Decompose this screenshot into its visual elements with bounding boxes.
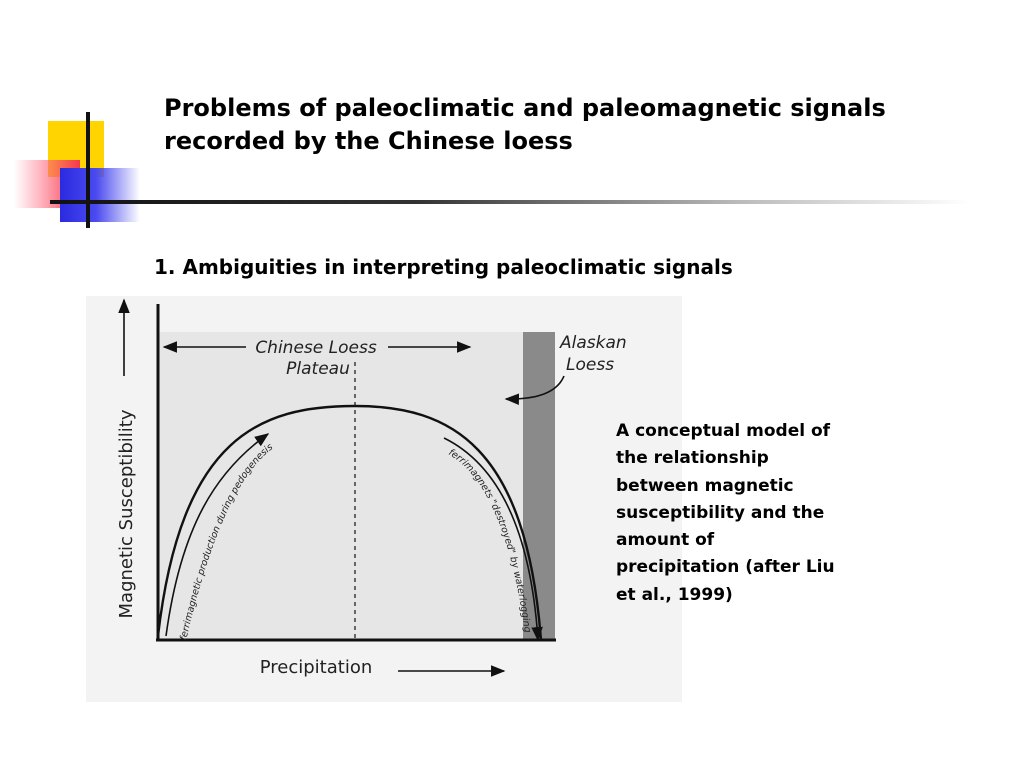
figure-caption: A conceptual model of the relationship b…	[616, 418, 886, 609]
waterlogging-arrow	[443, 437, 543, 642]
slide-title-line-2: recorded by the Chinese loess	[164, 127, 573, 155]
alaskan-label-line-2: Loess	[566, 355, 614, 375]
caption-line: the relationship	[616, 448, 769, 469]
alaskan-loess-band	[523, 332, 555, 640]
slide-title-line-1: Problems of paleoclimatic and paleomagne…	[164, 94, 886, 122]
susceptibility-curve	[156, 404, 543, 641]
caption-line: et al., 1999)	[616, 584, 733, 605]
caption-line: susceptibility and the	[616, 502, 825, 523]
figure-drawing: Magnetic Susceptibility Precipitation Ch…	[116, 298, 627, 678]
blue-square-decoration	[60, 168, 140, 222]
section-subheading: 1. Ambiguities in interpreting paleoclim…	[154, 255, 733, 279]
alaskan-label-line-1: Alaskan	[559, 333, 627, 353]
caption-line: precipitation (after Liu	[616, 557, 835, 578]
alaskan-pointer-arrow	[504, 375, 565, 406]
plot-area-shading	[159, 332, 554, 640]
plateau-label-line-1: Chinese Loess	[255, 338, 377, 358]
slide-title: Problems of paleoclimatic and paleomagne…	[164, 92, 964, 158]
y-axis-label: Magnetic Susceptibility	[116, 409, 137, 618]
x-axis-label: Precipitation	[260, 657, 373, 678]
vertical-rule-decoration	[86, 112, 90, 228]
title-underline-rule	[50, 200, 970, 204]
conceptual-model-figure: Magnetic Susceptibility Precipitation Ch…	[86, 296, 682, 702]
caption-line: between magnetic	[616, 475, 794, 496]
pedogenesis-arrow	[165, 433, 270, 637]
plateau-label-line-2: Plateau	[286, 359, 350, 379]
caption-line: amount of	[616, 530, 715, 551]
caption-line: A conceptual model of	[616, 421, 831, 441]
